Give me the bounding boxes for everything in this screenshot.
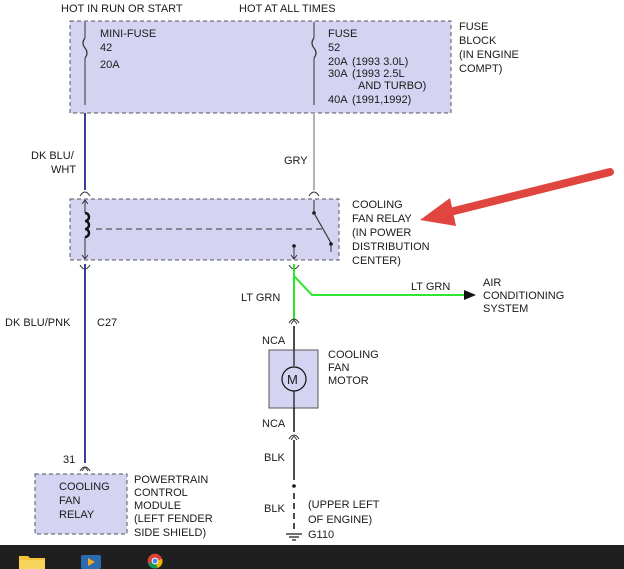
ac-label-2: CONDITIONING — [483, 290, 564, 302]
pcm-label-3: MODULE — [134, 500, 181, 512]
pcm-label-5: SIDE SHIELD) — [134, 527, 206, 539]
media-app-icon[interactable] — [80, 553, 102, 569]
callout-arrowhead — [420, 198, 456, 226]
mini-fuse-rating: 20A — [100, 59, 120, 71]
ac-label-3: SYSTEM — [483, 303, 528, 315]
fuse-block-box — [69, 20, 452, 114]
mini-fuse-label: MINI-FUSE — [100, 28, 156, 40]
fuse-rating-3-note: (1991,1992) — [352, 94, 411, 106]
folder-icon[interactable] — [18, 553, 46, 569]
fuse-rating-2-note: (1993 2.5L — [352, 68, 405, 80]
wire-label-blk-1: BLK — [264, 452, 285, 464]
hot-all-times-label: HOT AT ALL TIMES — [239, 3, 336, 15]
pcm-label-4: (LEFT FENDER — [134, 513, 213, 525]
relay-switch-arm — [313, 212, 332, 244]
relay-label-2: FAN RELAY — [352, 213, 412, 225]
wire-label-dk-blu-wht-2: WHT — [51, 164, 76, 176]
pcm-box-label-3: RELAY — [59, 509, 95, 521]
ground-label-2: OF ENGINE) — [308, 514, 372, 526]
motor-label-3: MOTOR — [328, 375, 369, 387]
connector-nca-1: NCA — [262, 335, 286, 347]
ground-symbol — [286, 533, 302, 541]
motor-symbol-letter: M — [287, 372, 298, 387]
callout-arrow — [446, 168, 614, 216]
pcm-label-2: CONTROL — [134, 487, 188, 499]
wiring-diagram: HOT IN RUN OR START HOT AT ALL TIMES MIN… — [5, 3, 614, 541]
pcm-box — [34, 473, 128, 535]
wire-label-c27: C27 — [97, 317, 117, 329]
fuse-block-title-1: FUSE — [459, 21, 488, 33]
relay-label-4: DISTRIBUTION — [352, 241, 430, 253]
pcm-box-label-2: FAN — [59, 495, 80, 507]
chrome-icon[interactable] — [143, 553, 167, 569]
pcm-pin-number: 31 — [63, 454, 75, 466]
relay-coil — [84, 211, 91, 239]
hot-run-start-label: HOT IN RUN OR START — [61, 3, 183, 15]
fuse-block-title-4: COMPT) — [459, 63, 502, 75]
mini-fuse-symbol — [82, 37, 88, 59]
wire-label-dk-blu-pnk: DK BLU/PNK — [5, 317, 71, 329]
connector-nca-2: NCA — [262, 418, 286, 430]
fuse-rating-3: 40A — [328, 94, 348, 106]
fuse-label: FUSE — [328, 28, 357, 40]
pcm-box-label-1: COOLING — [59, 481, 110, 493]
ac-label-1: AIR — [483, 277, 501, 289]
ground-id: G110 — [308, 529, 334, 541]
wire-label-dk-blu-wht-1: DK BLU/ — [31, 150, 75, 162]
wire-label-blk-2: BLK — [264, 503, 285, 515]
fuse-number: 52 — [328, 42, 340, 54]
wire-label-lt-grn-1: LT GRN — [241, 292, 280, 304]
ground-label-1: (UPPER LEFT — [308, 499, 380, 511]
fuse-52-symbol — [311, 37, 317, 59]
motor-label-1: COOLING — [328, 349, 379, 361]
fuse-rating-1-note: (1993 3.0L) — [352, 56, 408, 68]
pcm-label-1: POWERTRAIN — [134, 474, 208, 486]
ac-arrowhead — [464, 290, 476, 300]
fuse-block-title-2: BLOCK — [459, 35, 497, 47]
relay-label-5: CENTER) — [352, 255, 401, 267]
fuse-rating-2-note-cont: AND TURBO) — [358, 80, 426, 92]
wire-label-gry: GRY — [284, 155, 308, 167]
motor-label-2: FAN — [328, 362, 349, 374]
relay-label-3: (IN POWER — [352, 227, 411, 239]
wire-label-lt-grn-2: LT GRN — [411, 281, 450, 293]
relay-label-1: COOLING — [352, 199, 403, 211]
fuse-rating-2: 30A — [328, 68, 348, 80]
wire-lt-grn — [293, 264, 466, 320]
taskbar — [0, 545, 624, 569]
fuse-rating-1: 20A — [328, 56, 348, 68]
mini-fuse-number: 42 — [100, 42, 112, 54]
fuse-block-title-3: (IN ENGINE — [459, 49, 519, 61]
